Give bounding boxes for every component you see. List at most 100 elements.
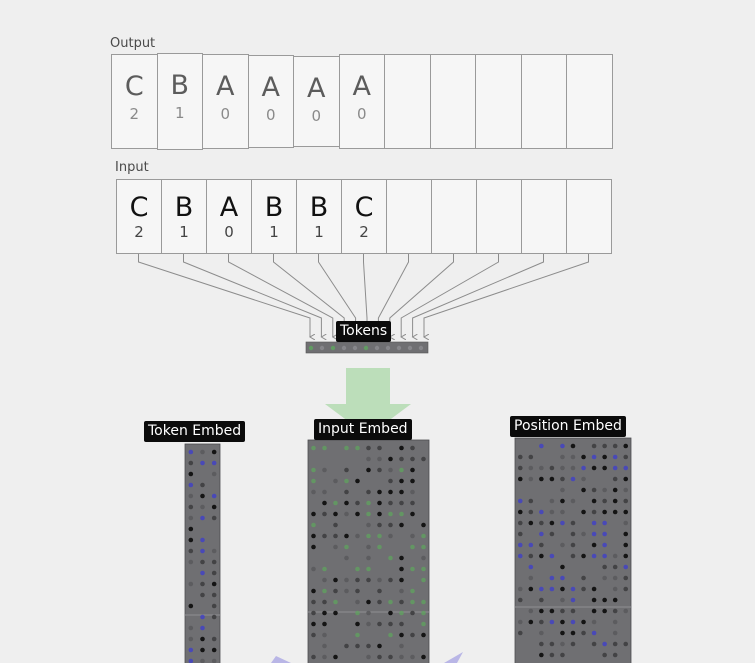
embed-cell — [399, 654, 404, 660]
embed-cell — [311, 588, 316, 594]
embed-cell — [560, 564, 565, 570]
embed-cell — [549, 553, 555, 559]
position-embed-label: Position Embed — [510, 416, 626, 437]
embed-cell — [366, 489, 371, 495]
embed-cell — [560, 575, 565, 581]
embed-cell — [560, 630, 565, 636]
embed-cell — [200, 581, 205, 587]
embed-cell — [591, 586, 597, 592]
embed-cell — [581, 509, 586, 515]
embed-cell — [612, 564, 618, 570]
embed-cell — [410, 445, 415, 451]
embed-cell — [560, 520, 565, 526]
embed-cell — [399, 500, 404, 506]
embed-cell — [188, 581, 194, 587]
embed-cell — [421, 632, 426, 638]
embed-cell — [570, 586, 576, 592]
embed-cell — [570, 542, 576, 548]
embed-cell — [623, 608, 629, 614]
embed-cell — [591, 531, 597, 537]
embed-cell — [377, 522, 382, 528]
embed-cell — [344, 511, 349, 517]
embed-cell — [517, 597, 523, 603]
embed-cell — [528, 608, 534, 614]
embed-cell — [612, 597, 618, 603]
embed-cell — [200, 515, 205, 521]
embed-cell — [211, 647, 217, 653]
embed-cell — [539, 619, 544, 625]
embed-cell — [517, 531, 523, 537]
embed-cell — [591, 509, 597, 515]
embed-cell — [581, 465, 586, 471]
tokens-strip — [305, 341, 429, 354]
embed-cell — [623, 542, 629, 548]
embed-cell — [366, 577, 371, 583]
embed-cell — [355, 577, 360, 583]
embed-cell — [366, 500, 371, 506]
embed-cell — [612, 641, 618, 647]
embed-cell — [421, 610, 426, 616]
embed-cell — [344, 577, 349, 583]
input-cell-index: 2 — [359, 223, 369, 241]
embed-cell — [333, 522, 338, 528]
embed-cell — [200, 614, 205, 620]
embed-cell — [539, 443, 544, 449]
embed-cell — [377, 577, 382, 583]
embed-cell — [377, 654, 382, 660]
embed-cell — [366, 566, 371, 572]
embed-cell — [333, 544, 338, 550]
embed-cell — [623, 641, 629, 647]
embed-cell — [211, 493, 217, 499]
embed-cell — [581, 476, 586, 482]
embed-cell — [560, 641, 565, 647]
embed-cell — [612, 619, 618, 625]
embed-cell — [410, 599, 415, 605]
embed-cell — [344, 445, 349, 451]
output-cell — [429, 54, 476, 149]
embed-cell — [612, 630, 618, 636]
input-cell-index: 2 — [134, 223, 144, 241]
output-cell-letter: C — [124, 71, 144, 102]
embed-cell — [188, 482, 194, 488]
embed-cell — [399, 643, 404, 649]
embed-cell — [602, 454, 607, 460]
embed-cell — [539, 520, 544, 526]
embed-cell — [410, 478, 415, 484]
output-cell — [384, 54, 431, 149]
embed-cell — [591, 641, 597, 647]
embed-cell — [355, 621, 360, 627]
embed-cell — [200, 636, 205, 642]
embed-cell — [570, 597, 576, 603]
embed-cell — [333, 610, 338, 616]
embed-cell — [410, 566, 415, 572]
embed-cell — [399, 467, 404, 473]
embed-cell — [311, 610, 316, 616]
embed-cell — [623, 465, 629, 471]
embed-cell — [539, 608, 544, 614]
embed-cell — [549, 619, 555, 625]
embed-cell — [388, 632, 393, 638]
embed-cell — [388, 555, 393, 561]
embed-cell — [549, 520, 555, 526]
embed-cell — [591, 487, 597, 493]
embed-cell — [188, 658, 194, 663]
embed-cell — [612, 465, 618, 471]
embed-cell — [344, 489, 349, 495]
embed-cell — [399, 445, 404, 451]
input-cell-index: 1 — [179, 223, 189, 241]
embed-cell — [623, 476, 629, 482]
embed-cell — [517, 542, 523, 548]
embed-cell — [355, 632, 360, 638]
embed-cell — [188, 636, 194, 642]
embed-cell — [377, 445, 382, 451]
embed-cell — [612, 443, 618, 449]
embed-cell — [410, 544, 415, 550]
embed-cell — [528, 498, 534, 504]
embed-cell — [581, 454, 586, 460]
embed-cell — [322, 654, 327, 660]
embed-cell — [560, 597, 565, 603]
embed-cell — [612, 476, 618, 482]
embed-cell — [211, 548, 217, 554]
